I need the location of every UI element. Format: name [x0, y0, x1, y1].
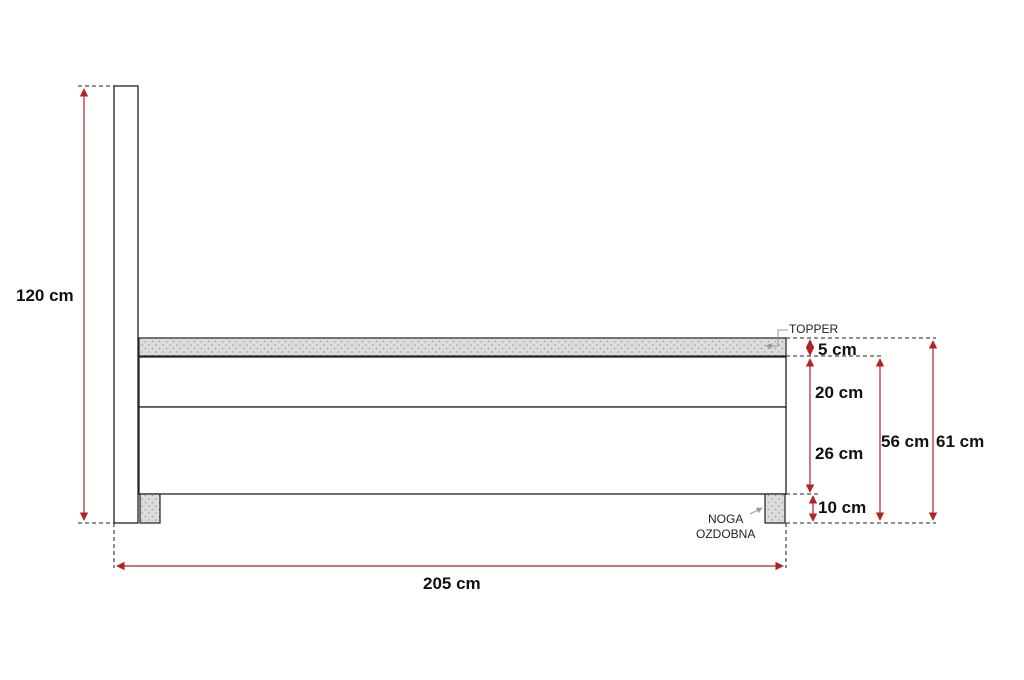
label-total-61: 61 cm	[936, 432, 984, 451]
label-topper-height: 5 cm	[818, 340, 857, 359]
label-foot-line2: OZDOBNA	[696, 527, 755, 541]
label-total-length: 205 cm	[423, 574, 481, 593]
label-headboard-height: 120 cm	[16, 286, 74, 305]
dimension-lines	[79, 88, 938, 571]
topper	[138, 337, 787, 357]
label-total-56: 56 cm	[881, 432, 929, 451]
label-topper: TOPPER	[789, 322, 838, 336]
foot-right	[764, 493, 786, 524]
headboard	[113, 85, 139, 524]
label-foot-line1: NOGA	[708, 512, 743, 526]
label-box-height: 26 cm	[815, 444, 863, 463]
box-spring	[138, 406, 787, 495]
label-foot-height: 10 cm	[818, 498, 866, 517]
foot-left	[139, 493, 161, 524]
label-mattress-height: 20 cm	[815, 383, 863, 402]
callout-leaders	[749, 329, 788, 515]
extension-lines	[78, 85, 936, 568]
mattress	[138, 356, 787, 408]
